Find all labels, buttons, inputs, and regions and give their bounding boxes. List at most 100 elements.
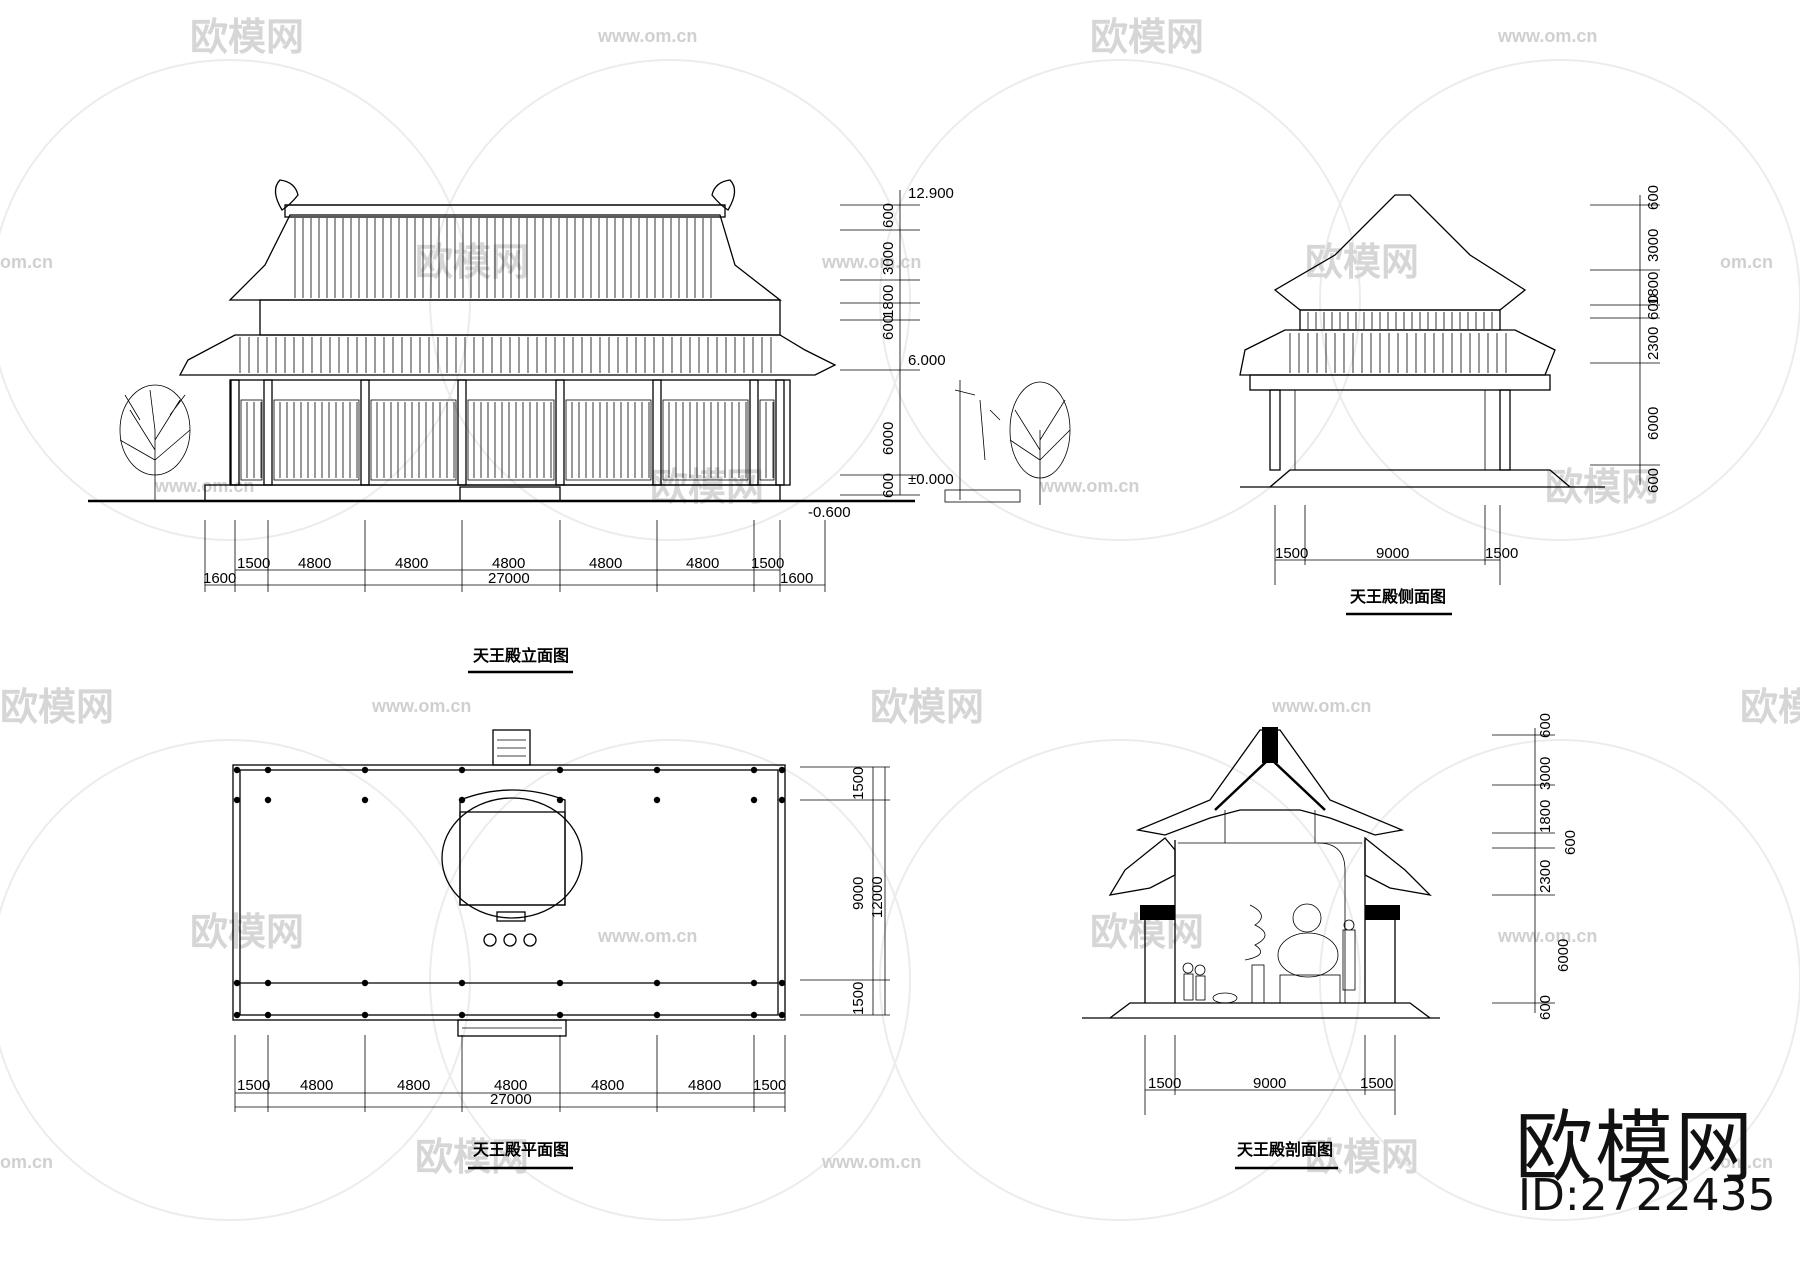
depth-dim: 9000 bbox=[850, 877, 867, 910]
side-elevation-title: 天王殿侧面图 bbox=[1350, 587, 1446, 606]
column-dot bbox=[233, 979, 241, 987]
column-dot bbox=[264, 796, 272, 804]
section-title: 天王殿剖面图 bbox=[1237, 1140, 1333, 1159]
visitor-figures bbox=[1182, 962, 1238, 1004]
column bbox=[457, 379, 467, 486]
column-dot bbox=[778, 766, 786, 774]
cross-section: 600 3000 1800 600 2300 6000 600 1500 900… bbox=[1082, 713, 1579, 1170]
bay-dim: 4800 bbox=[494, 1077, 527, 1094]
watermark-url: www.om.cn bbox=[1497, 926, 1597, 946]
column-dot bbox=[778, 1011, 786, 1019]
bay-dim: 4800 bbox=[397, 1077, 430, 1094]
level-mark: -0.600 bbox=[808, 504, 851, 521]
column-dot bbox=[264, 979, 272, 987]
section-upper-roof bbox=[1135, 729, 1405, 836]
height-dim: 600 bbox=[1645, 185, 1662, 210]
column bbox=[230, 379, 240, 486]
watermark-brand: 欧模网 bbox=[190, 910, 304, 954]
height-dim: 1800 bbox=[1645, 272, 1662, 305]
column-dot bbox=[653, 766, 661, 774]
side-lower-roof bbox=[1239, 329, 1556, 376]
depth-dim: 1500 bbox=[850, 767, 867, 800]
level-mark: 12.900 bbox=[908, 185, 954, 202]
watermark-brand: 欧模网 bbox=[0, 685, 114, 729]
height-dim: 2300 bbox=[1645, 327, 1662, 360]
column bbox=[775, 379, 785, 486]
plan-width-dims: 1500 4800 4800 4800 4800 4800 1500 27000 bbox=[234, 1035, 786, 1112]
floor-plan: 1500 9000 12000 1500 1500 4800 4800 4800… bbox=[232, 729, 890, 1170]
height-dim: 600 bbox=[880, 473, 897, 498]
bay-dim: 1500 bbox=[237, 555, 270, 572]
watermark-brand: 欧模网 bbox=[415, 1135, 529, 1179]
column-dot bbox=[361, 979, 369, 987]
height-dim: 3000 bbox=[1645, 229, 1662, 262]
watermark-url: www.om.cn bbox=[371, 696, 471, 716]
column-dot bbox=[233, 1011, 241, 1019]
width-dim: 1500 bbox=[1360, 1075, 1393, 1092]
lower-roof bbox=[178, 334, 837, 376]
height-dim: 600 bbox=[1645, 468, 1662, 493]
watermark-url: www.om.cn bbox=[1039, 476, 1139, 496]
depth-dim: 12000 bbox=[869, 876, 886, 918]
column-dot bbox=[556, 1011, 564, 1019]
watermark-url: www.om.cn bbox=[821, 1152, 921, 1172]
bay-dim: 4800 bbox=[688, 1077, 721, 1094]
person-figures bbox=[944, 380, 1021, 503]
front-height-dims: 600 3000 1800 600 6000 600 12.900 6.000 … bbox=[808, 185, 954, 521]
height-dim: 3000 bbox=[880, 242, 897, 275]
side-elevation: 600 3000 1800 600 2300 6000 600 1500 900… bbox=[1239, 185, 1662, 616]
column bbox=[263, 379, 273, 486]
bay-dim: 4800 bbox=[686, 555, 719, 572]
column-dot bbox=[233, 766, 241, 774]
section-height-dims: 600 3000 1800 600 2300 6000 600 bbox=[1492, 713, 1579, 1020]
width-dim: 1500 bbox=[1485, 545, 1518, 562]
column-dot bbox=[750, 1011, 758, 1019]
side-height-dims: 600 3000 1800 600 2300 6000 600 bbox=[1590, 185, 1662, 493]
section-width-dims bbox=[1144, 1035, 1396, 1115]
watermark-url-short: om.cn bbox=[0, 252, 53, 272]
column-dot bbox=[750, 796, 758, 804]
bay-dim: 1500 bbox=[237, 1077, 270, 1094]
width-dim: 1500 bbox=[1275, 545, 1308, 562]
height-dim: 1800 bbox=[880, 285, 897, 318]
bay-dim: 4800 bbox=[591, 1077, 624, 1094]
width-dim: 9000 bbox=[1253, 1075, 1286, 1092]
column bbox=[360, 379, 370, 486]
column-dot bbox=[361, 1011, 369, 1019]
height-dim: 6000 bbox=[1645, 407, 1662, 440]
bay-dim: 4800 bbox=[300, 1077, 333, 1094]
column-dot bbox=[458, 1011, 466, 1019]
column-dot bbox=[233, 796, 241, 804]
level-mark: 6.000 bbox=[908, 352, 946, 369]
watermark-brand: 欧模网 bbox=[1305, 1135, 1419, 1179]
bay-dim: 4800 bbox=[298, 555, 331, 572]
bay-dim: 1500 bbox=[751, 555, 784, 572]
column-dot bbox=[264, 1011, 272, 1019]
side-width-dims bbox=[1274, 505, 1501, 585]
column-dot bbox=[750, 766, 758, 774]
column bbox=[555, 379, 565, 486]
watermark-url-short: om.cn bbox=[1720, 1152, 1773, 1172]
total-dim: 27000 bbox=[490, 1091, 532, 1108]
front-elevation: 600 3000 1800 600 6000 600 12.900 6.000 … bbox=[88, 179, 1071, 674]
watermark-url: www.om.cn bbox=[821, 252, 921, 272]
watermark-url: www.om.cn bbox=[597, 926, 697, 946]
watermark-url: www.om.cn bbox=[1271, 696, 1371, 716]
column-dot bbox=[556, 766, 564, 774]
column-dot bbox=[778, 979, 786, 987]
width-dim: 9000 bbox=[1376, 545, 1409, 562]
height-dim: 6000 bbox=[1555, 939, 1572, 972]
height-dim: 600 bbox=[1537, 995, 1554, 1020]
front-width-dims: 1500 4800 4800 4800 4800 4800 1500 1600 … bbox=[203, 520, 826, 592]
column-dot bbox=[361, 766, 369, 774]
column-dot bbox=[361, 796, 369, 804]
watermark-url: www.om.cn bbox=[154, 476, 254, 496]
column-dot bbox=[458, 766, 466, 774]
ridge-ornament-right bbox=[711, 179, 736, 211]
height-dim: 3000 bbox=[1537, 757, 1554, 790]
model-id: ID:2722435 bbox=[1518, 1170, 1776, 1221]
plan-title: 天王殿平面图 bbox=[473, 1140, 569, 1159]
watermark-url-short: om.cn bbox=[1720, 252, 1773, 272]
brand-logo-text: 欧模网 bbox=[1515, 1103, 1756, 1193]
